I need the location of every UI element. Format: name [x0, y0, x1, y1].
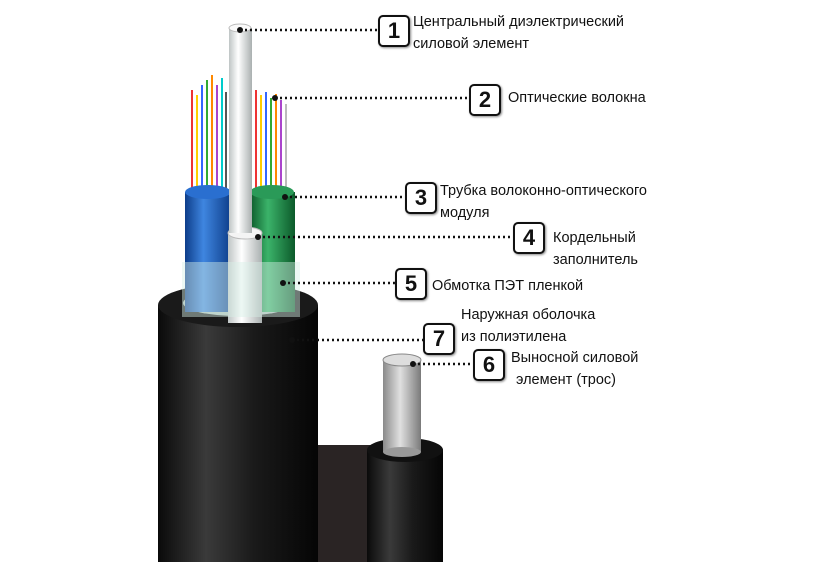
callout-number-7: 7 [423, 323, 455, 355]
callout-number-4: 4 [513, 222, 545, 254]
callout-number-5: 5 [395, 268, 427, 300]
callout-number-3: 3 [405, 182, 437, 214]
label-line: Кордельный [553, 230, 636, 246]
leader-lines [237, 27, 513, 367]
label-line: Наружная оболочка [461, 307, 596, 323]
callout-number-1: 1 [378, 15, 410, 47]
label-line: силовой элемент [413, 36, 530, 52]
callout-label-6: Выносной силовой элемент (трос) [511, 347, 638, 391]
label-line: Выносной силовой [511, 350, 639, 366]
label-line: Оптические волокна [508, 90, 646, 106]
label-line: Центральный диэлектрический [413, 14, 625, 30]
label-line: элемент (трос) [516, 372, 616, 388]
callout-label-5: Обмотка ПЭТ пленкой [432, 275, 583, 297]
callout-number-6: 6 [473, 349, 505, 381]
filler-and-rod [227, 23, 263, 323]
label-line: из полиэтилена [461, 329, 567, 345]
outer-sheath [158, 283, 318, 562]
callout-label-7: Наружная оболочка из полиэтилена [461, 304, 595, 348]
callout-number-2: 2 [469, 84, 501, 116]
steel-messenger-wire [382, 353, 422, 457]
label-line: Обмотка ПЭТ пленкой [432, 278, 584, 294]
messenger-sheath [300, 438, 443, 562]
optical-fibers [191, 75, 287, 195]
label-line: Трубка волоконно-оптического [440, 183, 648, 199]
callout-label-2: Оптические волокна [508, 87, 646, 109]
pet-wrap [182, 262, 300, 317]
callout-label-3: Трубка волоконно-оптического модуля [440, 180, 647, 224]
label-line: заполнитель [553, 252, 638, 268]
callout-label-1: Центральный диэлектрический силовой элеме… [413, 11, 624, 55]
label-line: модуля [440, 205, 490, 221]
callout-label-4: Кордельный заполнитель [553, 227, 638, 271]
